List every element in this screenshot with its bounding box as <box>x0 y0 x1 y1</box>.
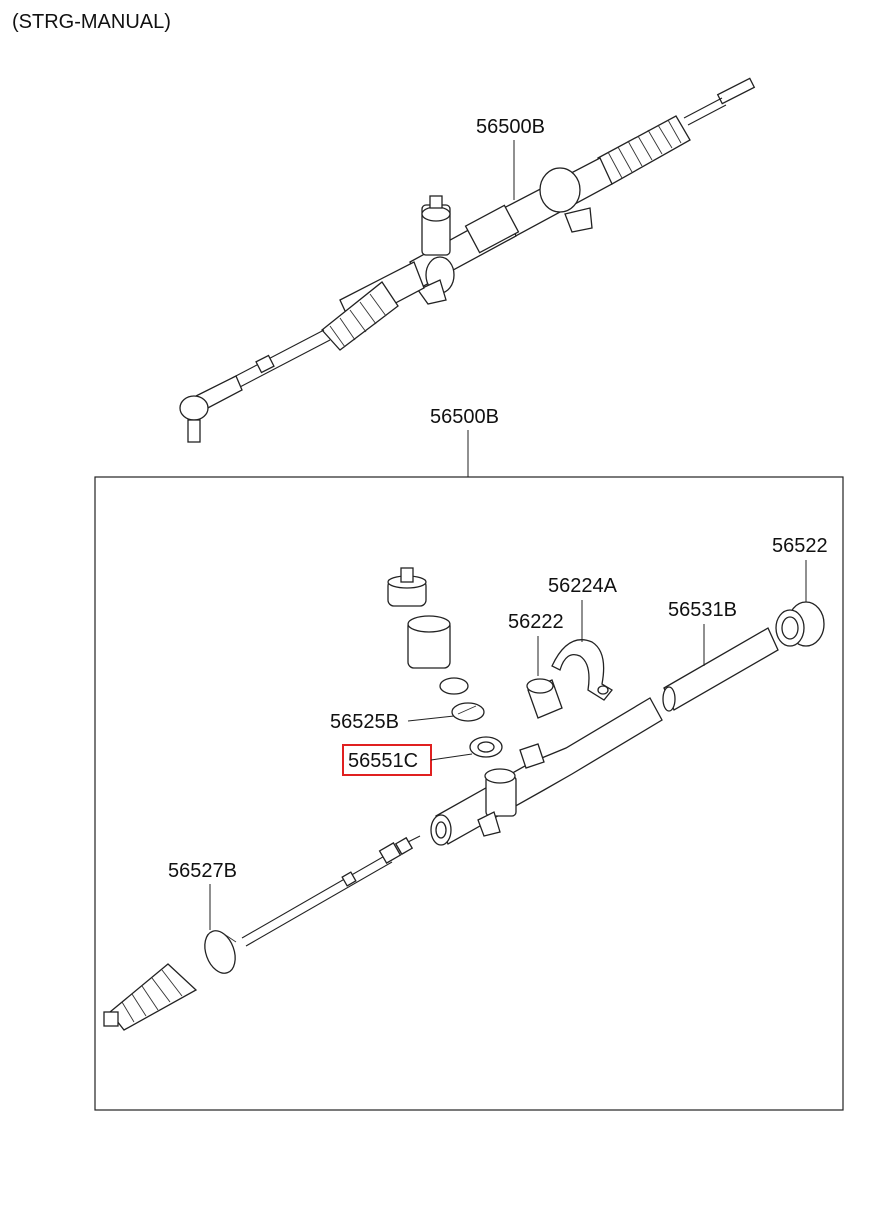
boot-band-56527B <box>204 930 237 974</box>
assembly-label: 56500B <box>476 116 545 138</box>
variant-title: (STRG-MANUAL) <box>12 11 171 33</box>
snap-ring-56525B <box>451 702 485 722</box>
pinion-cap <box>387 567 427 607</box>
rack-bar <box>241 835 421 947</box>
part-label-56224A: 56224A <box>548 575 618 597</box>
part-label-56522: 56522 <box>772 535 828 557</box>
rack-tube-56531B <box>662 627 779 712</box>
left-boot <box>103 963 198 1031</box>
assembled-steering-gear <box>179 77 756 443</box>
part-label-56525B: 56525B <box>330 711 399 733</box>
part-label-56551C: 56551C <box>348 750 418 772</box>
snap-ring-upper <box>439 677 469 695</box>
part-label-56222: 56222 <box>508 611 564 633</box>
oil-seal-56551C <box>469 736 503 758</box>
box-label: 56500B <box>430 406 499 428</box>
gear-housing <box>430 697 663 846</box>
rubber-bushing-56222 <box>526 678 563 719</box>
clamp-bracket-56224A <box>551 639 613 701</box>
exploded-view-frame <box>94 476 844 1111</box>
bushing-56522 <box>775 601 825 647</box>
part-label-56531B: 56531B <box>668 599 737 621</box>
part-label-56527B: 56527B <box>168 860 237 882</box>
pinion-bush <box>407 615 451 669</box>
